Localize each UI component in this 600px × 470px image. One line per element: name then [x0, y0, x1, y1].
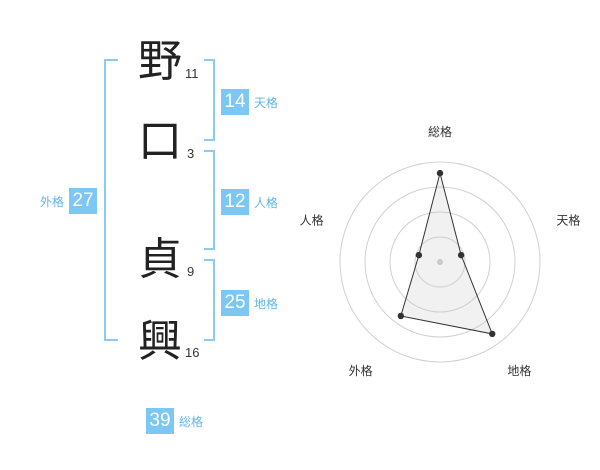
stroke-count-4: 16 — [185, 345, 200, 360]
radar-axis-label-5: 人格 — [300, 212, 324, 227]
radar-point-1 — [436, 169, 444, 177]
radar-ring-4 — [339, 161, 541, 363]
soukaku-value: 39 — [146, 408, 174, 434]
tenkaku-badge: 14 天格 — [221, 89, 278, 115]
radar-center-dot — [437, 259, 443, 265]
name-char-1: 野 — [138, 36, 182, 87]
soukaku-badge: 39 総格 — [146, 408, 203, 434]
radar-axis-label-3: 地格 — [507, 363, 531, 378]
radar-point-4 — [397, 312, 405, 320]
radar-point-2 — [457, 251, 465, 259]
name-char-3: 貞 — [138, 234, 182, 285]
jinkaku-label: 人格 — [254, 195, 279, 210]
name-char-2: 口 — [138, 116, 182, 167]
stroke-count-3: 9 — [187, 264, 195, 279]
gaikaku-badge: 27 外格 — [40, 188, 98, 214]
radar-axis-label-4: 外格 — [349, 363, 373, 378]
tenkaku-bracket — [204, 59, 215, 141]
jinkaku-value: 12 — [221, 189, 249, 215]
radar-ring-3 — [364, 186, 516, 338]
chikaku-value: 25 — [221, 290, 249, 316]
radar-point-5 — [415, 251, 423, 259]
chikaku-badge: 25 地格 — [221, 290, 278, 316]
tenkaku-value: 14 — [221, 89, 249, 115]
radar-axis-label-1: 総格 — [428, 124, 452, 139]
radar-ring-1 — [414, 236, 466, 288]
gaikaku-value: 27 — [69, 188, 98, 214]
stroke-count-1: 11 — [185, 66, 199, 81]
jinkaku-bracket — [204, 150, 215, 250]
radar-polygon — [400, 172, 494, 335]
radar-axis-label-2: 天格 — [556, 212, 580, 227]
jinkaku-badge: 12 人格 — [221, 189, 278, 215]
tenkaku-label: 天格 — [254, 95, 279, 110]
soukaku-label: 総格 — [179, 414, 204, 429]
gaikaku-label: 外格 — [40, 194, 65, 209]
stroke-count-2: 3 — [187, 146, 195, 161]
chikaku-label: 地格 — [254, 296, 279, 311]
radar-point-3 — [489, 330, 496, 338]
name-char-4: 興 — [138, 316, 182, 367]
radar-ring-2 — [389, 211, 491, 313]
gaikaku-bracket — [104, 59, 118, 341]
chikaku-bracket — [204, 259, 215, 341]
